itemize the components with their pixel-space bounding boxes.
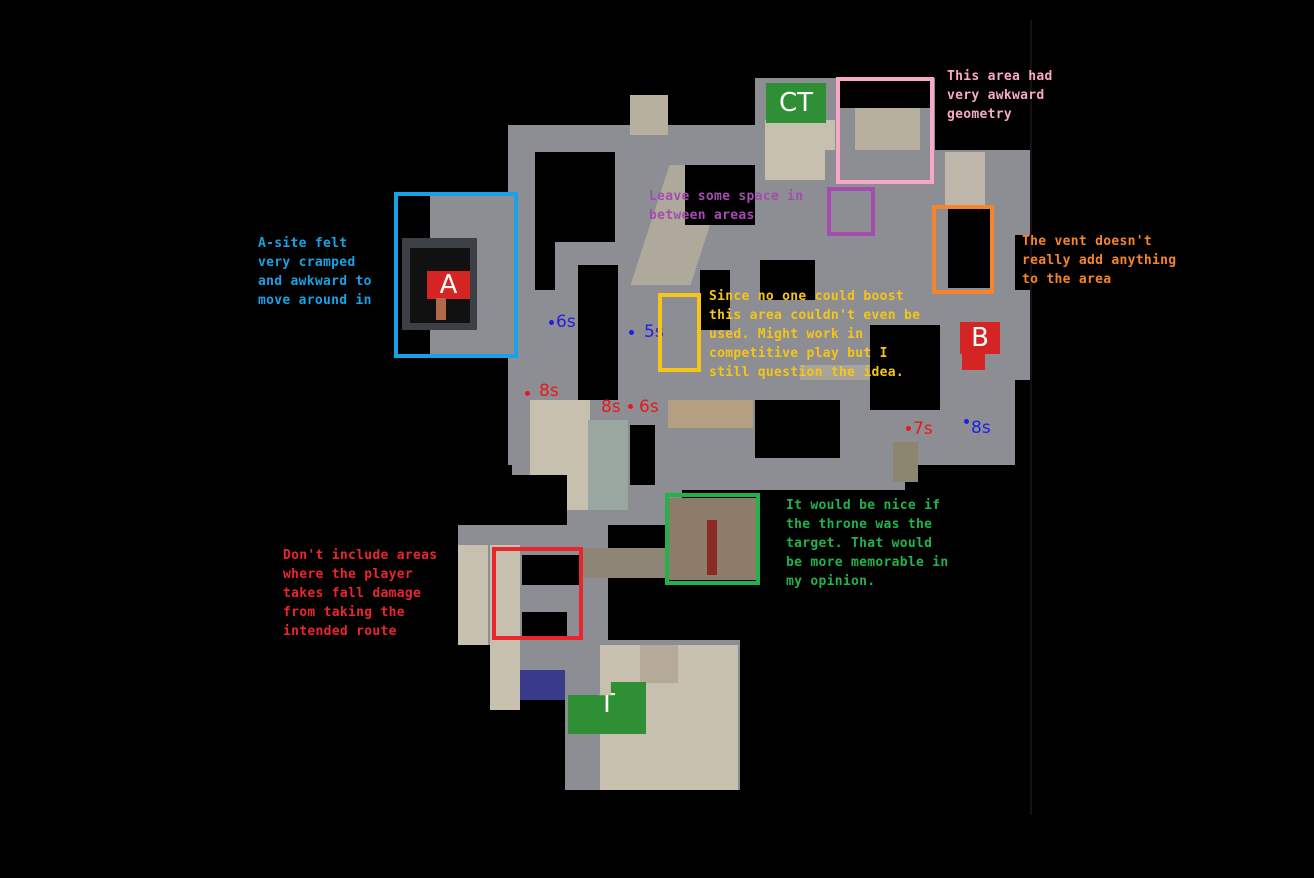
- highlight-box-boost: [658, 293, 701, 372]
- note-fall-damage: Don't include areas where the player tak…: [283, 548, 438, 639]
- note-awkward-geometry: This area had very awkward geometry: [947, 69, 1053, 122]
- timer-ct-8s-b: 8s: [971, 418, 991, 438]
- timer-t-8s-mid: 8s: [601, 397, 621, 417]
- timer-ct-6s: 6s: [556, 312, 576, 332]
- highlight-box-vent: [932, 205, 994, 294]
- timer-t-6s-mid: 6s: [639, 397, 659, 417]
- bombsite-a-label: A: [439, 270, 458, 300]
- timer-t-7s-b: 7s: [913, 419, 933, 439]
- bombsite-b-marker: B: [960, 322, 1000, 354]
- highlight-box-a-site: [394, 192, 518, 358]
- highlight-box-throne: [665, 493, 760, 585]
- ct-spawn-marker: CT: [766, 83, 826, 123]
- note-leave-space: Leave some space in between areas: [649, 189, 804, 223]
- timer-t-8s-a: 8s: [539, 381, 559, 401]
- ct-spawn-label: CT: [778, 88, 814, 118]
- bombsite-b-stem: [962, 352, 985, 370]
- highlight-box-fall-damage: [492, 547, 583, 640]
- bombsite-a-marker: A: [427, 270, 470, 300]
- highlight-box-awkward-geometry: [836, 77, 934, 184]
- t-spawn-label: T: [599, 689, 615, 719]
- note-vent: The vent doesn't really add anything to …: [1022, 234, 1177, 287]
- note-throne: It would be nice if the throne was the t…: [786, 498, 949, 589]
- note-a-site-cramped: A-site felt very cramped and awkward to …: [258, 236, 372, 308]
- highlight-box-leave-space: [827, 187, 875, 236]
- note-boost: Since no one could boost this area could…: [709, 289, 921, 380]
- bombsite-b-label: B: [971, 323, 989, 353]
- bombsite-a-stem: [436, 298, 446, 320]
